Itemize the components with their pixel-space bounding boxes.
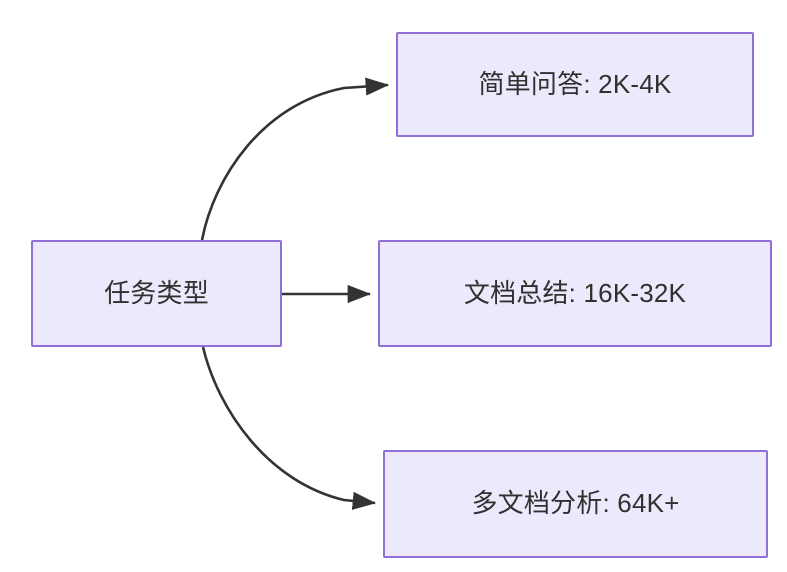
node-multi-doc[interactable]: 多文档分析: 64K+: [383, 450, 768, 558]
edge-root-to-simple-qa: [200, 77, 390, 241]
node-doc-summary-label: 文档总结: 16K-32K: [463, 277, 687, 308]
node-task-type[interactable]: 任务类型: [31, 240, 282, 347]
node-simple-qa[interactable]: 简单问答: 2K-4K: [396, 32, 754, 137]
node-task-type-label: 任务类型: [104, 277, 209, 308]
node-simple-qa-label: 简单问答: 2K-4K: [478, 68, 672, 99]
node-multi-doc-label: 多文档分析: 64K+: [471, 488, 680, 519]
node-doc-summary[interactable]: 文档总结: 16K-32K: [378, 240, 772, 347]
edge-root-to-multi-doc: [201, 346, 377, 510]
